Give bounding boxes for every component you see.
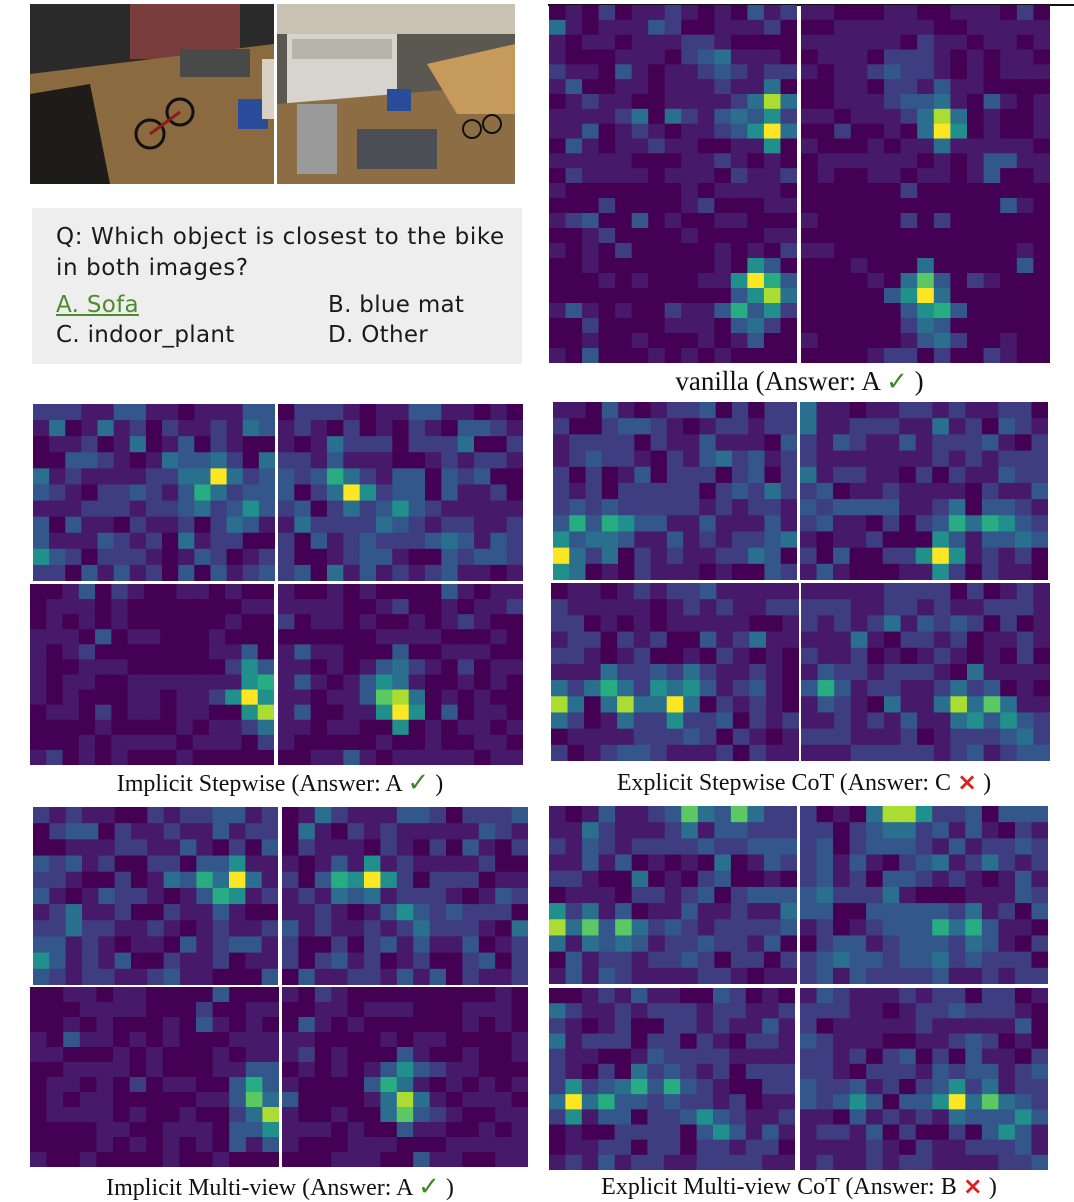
heatmap-grid (278, 584, 523, 765)
heatmap-grid (282, 807, 528, 985)
scene-image-right (277, 4, 515, 184)
heatmap-grid (549, 5, 797, 183)
heatmap-grid (278, 404, 523, 581)
heatmap-grid (801, 5, 1050, 183)
option-d: D. Other (328, 322, 429, 348)
caption-implicit-stepwise-name: Implicit Stepwise (116, 771, 286, 797)
caption-explicit-stepwise-cot-name: Explicit Stepwise CoT (616, 770, 834, 796)
heatmap-grid (549, 806, 797, 984)
heatmap-grid (553, 402, 797, 580)
caption-implicit-multi-view-answer: (Answer: A (302, 1175, 413, 1201)
heatmap-grid (801, 183, 1050, 363)
caption-explicit-multi-view-cot-name: Explicit Multi-view CoT (601, 1174, 840, 1200)
heatmap-grid (549, 988, 795, 1170)
caption-explicit-stepwise-cot-answer: (Answer: C (839, 770, 952, 796)
check-icon: ✓ (407, 768, 430, 797)
question-text: Q: Which object is closest to the bike i… (56, 224, 505, 281)
caption-explicit-multi-view-cot-suffix: ) (988, 1174, 997, 1200)
cross-icon: × (957, 768, 978, 796)
option-b: B. blue mat (328, 292, 465, 318)
caption-explicit-multi-view-cot: Explicit Multi-view CoT (Answer: B × ) (549, 1172, 1049, 1201)
heatmap-grid (30, 584, 274, 765)
caption-implicit-multi-view-suffix: ) (445, 1175, 454, 1201)
option-c: C. indoor_plant (56, 322, 235, 348)
caption-implicit-stepwise: Implicit Stepwise (Answer: A ✓ ) (30, 768, 530, 798)
heatmap-grid (33, 807, 278, 985)
question-box: Q: Which object is closest to the bike i… (32, 208, 522, 364)
caption-implicit-stepwise-answer: (Answer: A (291, 771, 402, 797)
heatmap-grid (33, 404, 275, 581)
cross-icon: × (962, 1172, 983, 1200)
caption-explicit-stepwise-cot: Explicit Stepwise CoT (Answer: C × ) (549, 768, 1059, 797)
heatmap-grid (800, 402, 1048, 580)
caption-vanilla-suffix: ) (914, 366, 924, 396)
caption-explicit-stepwise-cot-suffix: ) (983, 770, 992, 796)
scene-image-left (30, 4, 274, 184)
heatmap-grid (551, 583, 799, 761)
caption-vanilla-answer: (Answer: A (755, 366, 880, 396)
caption-explicit-multi-view-cot-answer: (Answer: B (845, 1174, 957, 1200)
check-icon: ✓ (418, 1172, 440, 1201)
caption-implicit-multi-view-name: Implicit Multi-view (106, 1175, 297, 1201)
heatmap-grid (30, 987, 279, 1167)
heatmap-grid (800, 806, 1048, 984)
heatmap-grid (800, 988, 1048, 1170)
check-icon: ✓ (886, 367, 908, 396)
heatmap-grid (549, 183, 797, 363)
caption-implicit-multi-view: Implicit Multi-view (Answer: A ✓ ) (30, 1172, 530, 1202)
caption-implicit-stepwise-suffix: ) (435, 771, 444, 797)
heatmap-grid (282, 987, 528, 1167)
caption-vanilla-name: vanilla (675, 366, 749, 396)
heatmap-grid (801, 583, 1050, 761)
caption-vanilla: vanilla (Answer: A ✓ ) (549, 366, 1050, 397)
option-a: A. Sofa (56, 292, 139, 318)
